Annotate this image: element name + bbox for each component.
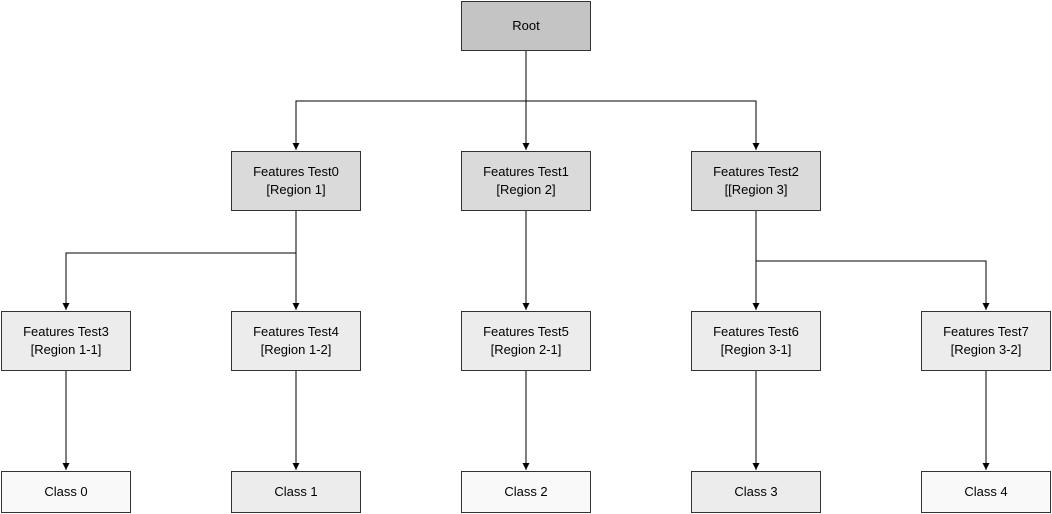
edge-root-ft0 [292,51,527,150]
node-class-3-label: Class 3 [734,484,778,499]
node-features-test3-title: Features Test3 [23,324,109,339]
node-class-1-label: Class 1 [274,484,318,499]
node-features-test7-title: Features Test7 [943,324,1029,339]
node-features-test0: Features Test0 [Region 1] [231,151,361,211]
edge-ft2-ft7 [756,260,990,310]
node-class-0: Class 0 [1,471,131,513]
node-class-1: Class 1 [231,471,361,513]
node-features-test5-title: Features Test5 [483,324,569,339]
node-features-test1: Features Test1 [Region 2] [461,151,591,211]
node-features-test0-region: [Region 1] [266,182,326,197]
node-features-test3: Features Test3 [Region 1-1] [1,311,131,371]
node-class-4-label: Class 4 [964,484,1008,499]
node-features-test2-region: [[Region 3] [724,182,788,197]
node-features-test5-region: [Region 2-1] [490,342,562,357]
node-class-4: Class 4 [921,471,1051,513]
node-features-test6-region: [Region 3-1] [720,342,792,357]
node-features-test0-title: Features Test0 [253,164,339,179]
edge-ft0-ft3 [62,211,297,310]
node-features-test6: Features Test6 [Region 3-1] [691,311,821,371]
node-features-test2-title: Features Test2 [713,164,799,179]
node-features-test2: Features Test2 [[Region 3] [691,151,821,211]
node-class-0-label: Class 0 [44,484,88,499]
node-features-test6-title: Features Test6 [713,324,799,339]
node-class-2: Class 2 [461,471,591,513]
edge-root-ft2 [526,100,760,150]
node-features-test5: Features Test5 [Region 2-1] [461,311,591,371]
node-features-test4-region: [Region 1-2] [260,342,332,357]
node-features-test3-region: [Region 1-1] [30,342,102,357]
node-features-test4-title: Features Test4 [253,324,339,339]
node-root-label: Root [512,18,540,33]
node-class-2-label: Class 2 [504,484,548,499]
node-features-test4: Features Test4 [Region 1-2] [231,311,361,371]
node-features-test1-region: [Region 2] [496,182,556,197]
node-features-test7: Features Test7 [Region 3-2] [921,311,1051,371]
node-class-3: Class 3 [691,471,821,513]
node-root: Root [461,1,591,51]
node-features-test7-region: [Region 3-2] [950,342,1022,357]
node-features-test1-title: Features Test1 [483,164,569,179]
